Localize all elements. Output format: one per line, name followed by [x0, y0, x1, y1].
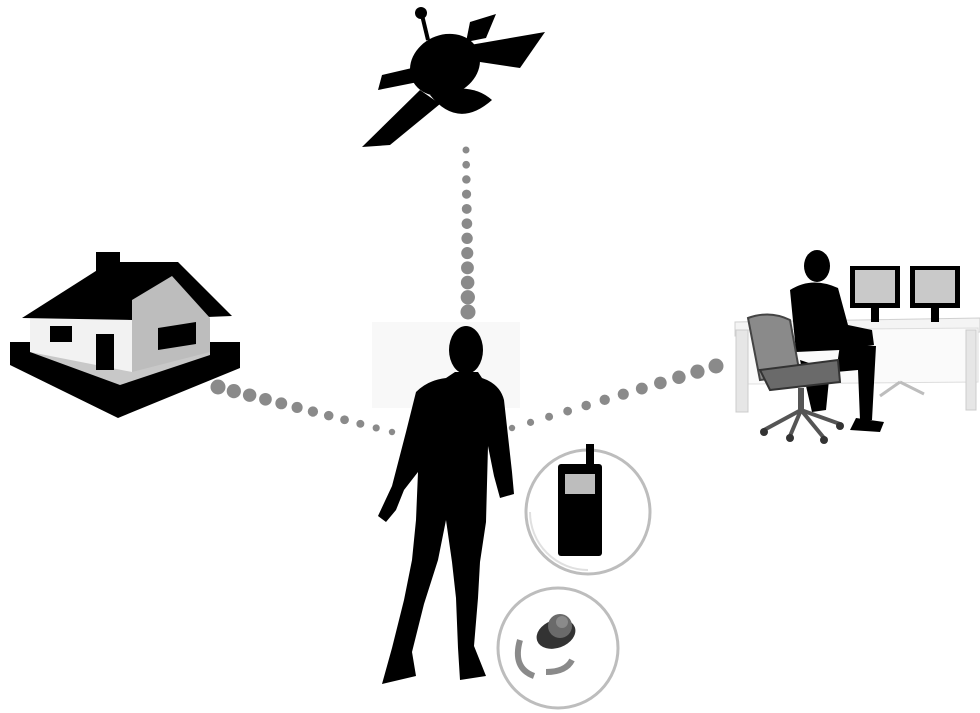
- link-dot: [461, 261, 474, 274]
- link-dot: [618, 389, 629, 400]
- link-dot: [654, 377, 667, 390]
- link-dot: [373, 424, 380, 431]
- link-dot: [243, 388, 256, 401]
- link-dot: [461, 233, 472, 244]
- link-dot: [563, 407, 572, 416]
- link-dot: [462, 190, 471, 199]
- link-dot: [690, 365, 704, 379]
- link-satellite-to-person: [461, 147, 476, 320]
- link-dot: [462, 218, 473, 229]
- link-dot: [600, 395, 610, 405]
- link-dot: [389, 429, 395, 435]
- link-dot: [709, 359, 724, 374]
- link-dot: [461, 290, 475, 304]
- link-dot: [462, 175, 470, 183]
- link-dot: [356, 420, 364, 428]
- link-dot: [461, 247, 473, 259]
- satellite-icon: [362, 7, 545, 147]
- link-dot: [463, 147, 470, 154]
- link-control-center-to-person: [509, 359, 724, 432]
- link-dot: [324, 411, 334, 421]
- link-dot: [308, 406, 318, 416]
- link-dot: [259, 393, 272, 406]
- link-dot: [461, 276, 475, 290]
- link-dot: [211, 380, 226, 395]
- link-dot: [581, 401, 591, 411]
- link-dot: [545, 413, 553, 421]
- link-dot: [636, 383, 648, 395]
- link-dot: [509, 425, 515, 431]
- house-icon: [10, 252, 240, 418]
- link-dot: [292, 402, 303, 413]
- link-dot: [340, 415, 349, 424]
- link-dot: [227, 384, 241, 398]
- operator-at-workstation-icon: [735, 250, 980, 444]
- link-dot: [672, 371, 685, 384]
- link-dot: [461, 305, 476, 320]
- link-house-to-person: [211, 380, 396, 436]
- link-dot: [275, 397, 287, 409]
- link-dot: [462, 161, 470, 169]
- walking-person-icon: [372, 322, 520, 684]
- link-dot: [462, 204, 472, 214]
- wristband-device-icon: [498, 588, 618, 708]
- mobile-phone-icon: [526, 444, 650, 574]
- link-dot: [527, 419, 534, 426]
